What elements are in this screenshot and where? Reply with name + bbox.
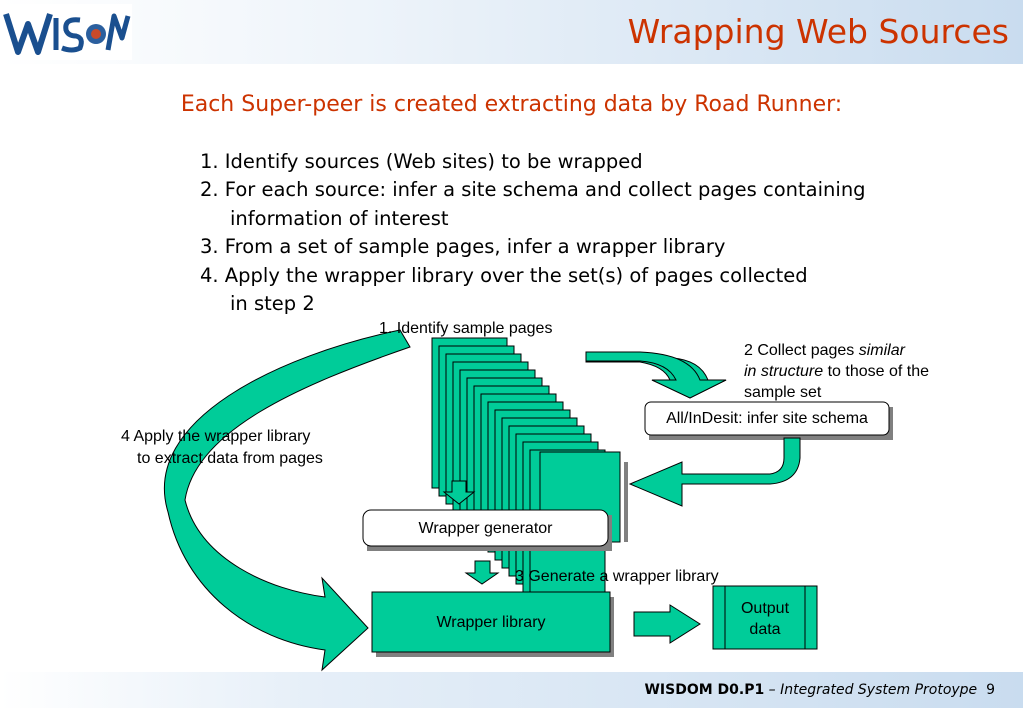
slide-title: Wrapping Web Sources — [627, 12, 1009, 51]
collect-arrow-body — [585, 351, 727, 399]
step-item: 2. For each source: infer a site schema … — [200, 176, 866, 204]
collect-pages-label-line1: 2 Collect pages similar — [744, 340, 905, 361]
steps-list: 1. Identify sources (Web sites) to be wr… — [200, 148, 866, 318]
collect-pages-label-line2: in structure to those of the — [744, 361, 929, 382]
page-number: 9 — [986, 682, 995, 698]
apply-label-line2: to extract data from pages — [137, 450, 323, 467]
step-text: in step 2 — [230, 292, 315, 316]
step-item-continuation: information of interest — [200, 205, 866, 233]
collect-pages-label-line3: sample set — [744, 384, 822, 401]
footer-dash: – — [764, 682, 781, 698]
to-generator-arrow — [442, 480, 476, 505]
step-text: information of interest — [230, 206, 449, 230]
step-item: 1. Identify sources (Web sites) to be wr… — [200, 148, 866, 176]
step-text: 3. From a set of sample pages, infer a w… — [200, 235, 726, 259]
apply-label-line1: 4 Apply the wrapper library — [121, 428, 311, 445]
wrapper-library-box — [371, 591, 611, 653]
collect-italic: in structure — [744, 363, 824, 380]
step-text: 2. For each source: infer a site schema … — [200, 178, 866, 202]
sample-pages-stack — [431, 337, 628, 601]
footer-text: WISDOM D0.P1 – Integrated System Protoyp… — [644, 682, 995, 698]
footer-bar — [0, 672, 1023, 708]
schema-return-arrow — [628, 437, 801, 507]
collect-italic: similar — [858, 342, 905, 359]
slide-subtitle: Each Super-peer is created extracting da… — [180, 92, 843, 117]
generate-library-label: 3 Generate a wrapper library — [515, 568, 719, 585]
wrapper-generator-box — [362, 509, 609, 547]
step-item: 3. From a set of sample pages, infer a w… — [200, 233, 866, 261]
collect-text: 2 Collect pages — [744, 342, 859, 359]
step-item-continuation: in step 2 — [200, 290, 866, 318]
to-output-arrow — [633, 604, 701, 644]
apply-curved-arrow — [163, 329, 411, 672]
step-item: 4. Apply the wrapper library over the se… — [200, 262, 866, 290]
wisdom-logo-icon — [2, 4, 132, 60]
output-label-line1: Output — [740, 600, 790, 617]
step-text: 4. Apply the wrapper library over the se… — [200, 263, 808, 287]
step-text: 1. Identify sources (Web sites) to be wr… — [200, 150, 643, 173]
header-bar: Wrapping Web Sources — [0, 0, 1023, 64]
to-library-arrow — [464, 560, 500, 585]
identify-pages-label: 1. Identify sample pages — [379, 320, 553, 337]
footer-project: WISDOM D0.P1 — [644, 682, 765, 698]
output-label-line2: data — [749, 621, 781, 638]
wrapper-library-label: Wrapper library — [436, 614, 546, 631]
output-data-box — [712, 585, 818, 650]
wrapper-generator-label: Wrapper generator — [418, 520, 553, 537]
infer-schema-label: All/InDesit: infer site schema — [666, 410, 868, 427]
infer-schema-box — [644, 401, 890, 436]
footer-doc-title: Integrated System Protoype — [780, 682, 978, 698]
collect-text: to those of the — [823, 363, 929, 380]
